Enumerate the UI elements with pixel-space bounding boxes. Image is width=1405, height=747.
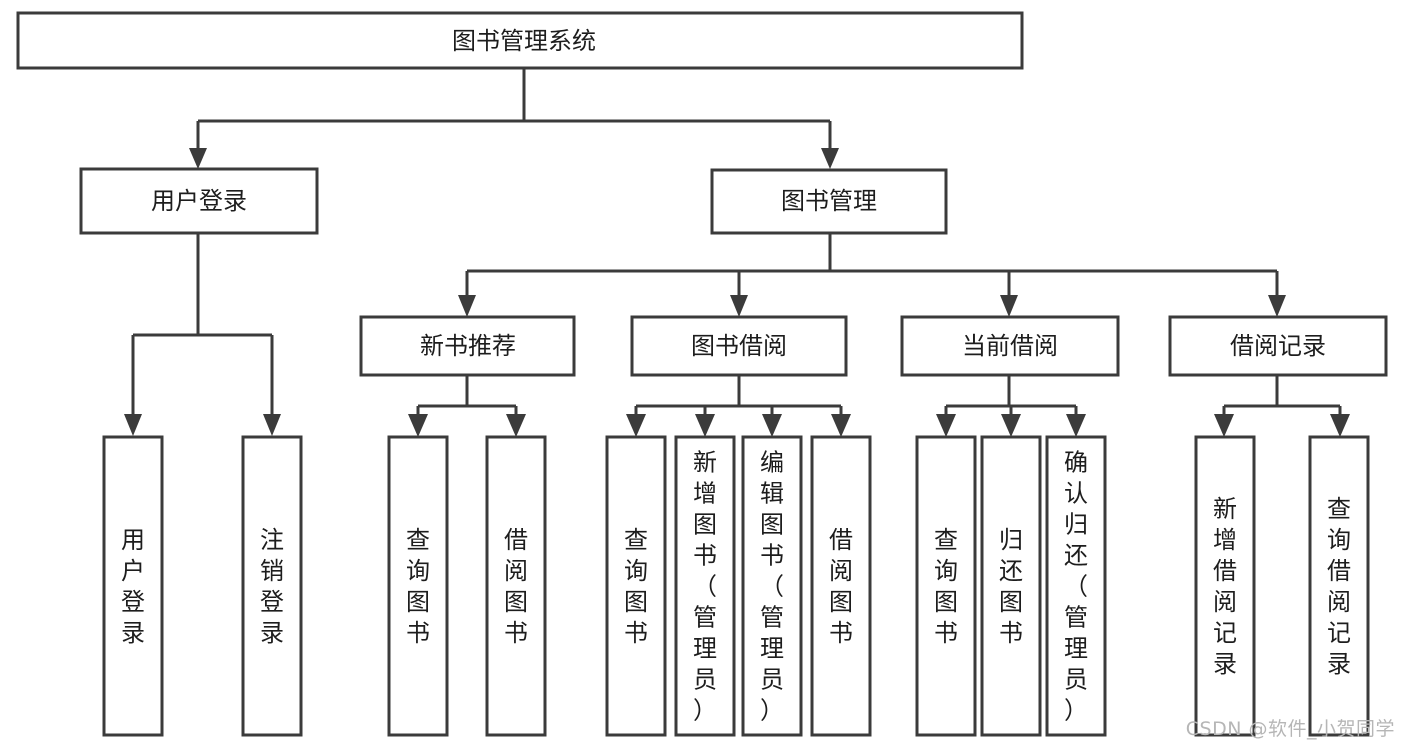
borrow-record-box[interactable] <box>1168 315 1388 377</box>
leaf-box[interactable] <box>387 435 449 737</box>
leaf-label: 确认归还（管理员） <box>1064 449 1088 725</box>
node-user-login[interactable]: 用户登录 <box>79 167 319 235</box>
arrow-head-new-book <box>458 295 476 317</box>
book-management-box[interactable] <box>710 168 948 235</box>
node-book-borrow[interactable]: 图书借阅 <box>630 315 848 377</box>
book-management-label: 图书管理 <box>781 187 877 215</box>
arrow-head-new-book-leaf-1 <box>506 414 526 437</box>
leaf-label: 查询图书 <box>624 526 648 647</box>
leaf-label: 新增图书（管理员） <box>693 449 717 725</box>
leaf-borrow-record-0[interactable]: 新增借阅记录 <box>1194 435 1256 737</box>
leaf-current-borrow-2[interactable]: 确认归还（管理员） <box>1045 435 1107 737</box>
leaf-label: 注销登录 <box>260 526 284 647</box>
leaf-current-borrow-1[interactable]: 归还图书 <box>980 435 1042 737</box>
leaf-box[interactable] <box>605 435 667 737</box>
leaf-current-borrow-0[interactable]: 查询图书 <box>915 435 977 737</box>
leaf-box[interactable] <box>485 435 547 737</box>
arrow-head-new-book-leaf-0 <box>408 414 428 437</box>
leaf-label: 新增借阅记录 <box>1213 495 1237 678</box>
node-book-management[interactable]: 图书管理 <box>710 168 948 235</box>
book-borrow-label: 图书借阅 <box>691 332 787 360</box>
leaf-box[interactable] <box>1045 435 1107 737</box>
arrow-head-user-login-leaf-0 <box>124 414 142 436</box>
arrow-head-borrow-leaf-0 <box>626 414 646 437</box>
arrow-head-borrow-leaf-2 <box>762 414 782 437</box>
leaf-box[interactable] <box>741 435 803 737</box>
leaf-box[interactable] <box>102 435 164 737</box>
leaf-box[interactable] <box>915 435 977 737</box>
new-book-recommend-label: 新书推荐 <box>420 332 516 360</box>
leaf-box[interactable] <box>810 435 872 737</box>
current-borrow-box[interactable] <box>900 315 1120 377</box>
leaf-label: 编辑图书（管理员） <box>760 449 784 725</box>
current-borrow-label: 当前借阅 <box>962 332 1058 360</box>
arrow-head-current <box>1000 295 1018 317</box>
root-box[interactable] <box>16 11 1024 70</box>
arrow-head-borrow <box>730 295 748 317</box>
arrow-head-current-leaf-0 <box>936 414 956 437</box>
leaf-box[interactable] <box>1308 435 1370 737</box>
leaf-label: 借阅图书 <box>504 526 528 647</box>
leaf-label: 借阅图书 <box>829 526 853 647</box>
arrow-head-borrow-leaf-1 <box>695 414 715 437</box>
book-borrow-box[interactable] <box>630 315 848 377</box>
leaf-label: 查询借阅记录 <box>1327 495 1351 678</box>
leaf-book-borrow-2[interactable]: 编辑图书（管理员） <box>741 435 803 737</box>
borrow-record-label: 借阅记录 <box>1230 332 1326 360</box>
node-current-borrow[interactable]: 当前借阅 <box>900 315 1120 377</box>
arrow-head-record-leaf-0 <box>1214 414 1234 437</box>
arrow-head-borrow-leaf-3 <box>831 414 851 437</box>
root-label: 图书管理系统 <box>452 27 596 55</box>
arrow-head-record-leaf-1 <box>1330 414 1350 437</box>
leaf-label: 查询图书 <box>406 526 430 647</box>
leaf-label: 查询图书 <box>934 526 958 647</box>
connector-layer <box>124 68 1350 437</box>
leaf-box[interactable] <box>1194 435 1256 737</box>
new-book-recommend-box[interactable] <box>359 315 576 377</box>
arrow-head-user-login-leaf-1 <box>263 414 281 436</box>
node-root-book-management-system[interactable]: 图书管理系统 <box>16 11 1024 70</box>
leaf-new-book-0[interactable]: 查询图书 <box>387 435 449 737</box>
leaf-label: 归还图书 <box>999 526 1023 647</box>
node-new-book-recommend[interactable]: 新书推荐 <box>359 315 576 377</box>
leaf-book-borrow-0[interactable]: 查询图书 <box>605 435 667 737</box>
arrow-head-book-manage <box>821 148 839 169</box>
node-borrow-record[interactable]: 借阅记录 <box>1168 315 1388 377</box>
leaf-box[interactable] <box>980 435 1042 737</box>
user-login-label: 用户登录 <box>151 187 247 215</box>
leaf-box[interactable] <box>241 435 303 737</box>
arrow-head-current-leaf-1 <box>1001 414 1021 437</box>
leaf-label: 用户登录 <box>121 526 145 647</box>
leaf-user-login-1[interactable]: 注销登录 <box>241 435 303 737</box>
arrow-head-current-leaf-2 <box>1066 414 1086 437</box>
leaf-book-borrow-3[interactable]: 借阅图书 <box>810 435 872 737</box>
leaf-book-borrow-1[interactable]: 新增图书（管理员） <box>674 435 736 737</box>
leaf-box[interactable] <box>674 435 736 737</box>
leaf-new-book-1[interactable]: 借阅图书 <box>485 435 547 737</box>
arrow-head-user-login <box>189 148 207 169</box>
leaf-user-login-0[interactable]: 用户登录 <box>102 435 164 737</box>
leaf-borrow-record-1[interactable]: 查询借阅记录 <box>1308 435 1370 737</box>
arrow-head-record <box>1268 295 1286 317</box>
user-login-box[interactable] <box>79 167 319 235</box>
